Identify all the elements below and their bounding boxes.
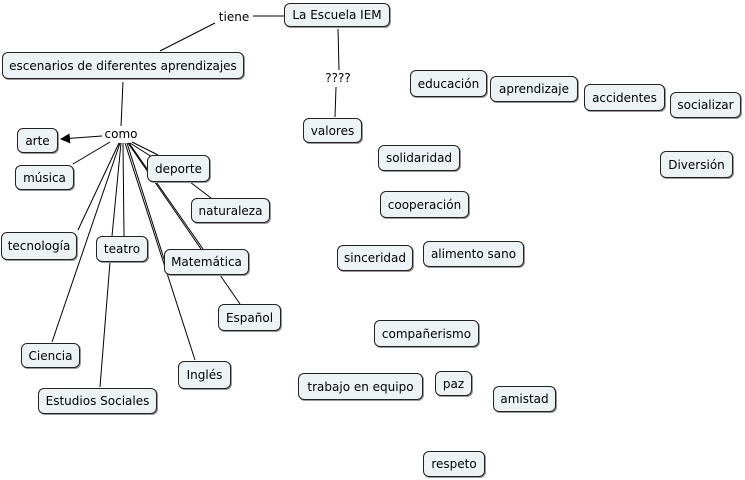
concept-teatro[interactable]: teatro: [96, 236, 148, 262]
concept-escenarios[interactable]: escenarios de diferentes aprendizajes: [2, 52, 244, 79]
concept-espanol[interactable]: Español: [218, 304, 281, 331]
concept-matematica[interactable]: Matemática: [164, 249, 249, 275]
concept-ingles[interactable]: Inglés: [178, 361, 231, 389]
concept-aprendizaje[interactable]: aprendizaje: [490, 76, 578, 102]
concept-trabajo-en-equipo[interactable]: trabajo en equipo: [298, 373, 423, 400]
concept-educacion[interactable]: educación: [410, 70, 487, 97]
concept-ciencia[interactable]: Ciencia: [21, 343, 80, 368]
concept-solidaridad[interactable]: solidaridad: [378, 145, 460, 171]
concept-tecnologia[interactable]: tecnología: [1, 232, 77, 260]
concept-alimento-sano[interactable]: alimento sano: [423, 241, 524, 267]
concept-respeto[interactable]: respeto: [423, 451, 485, 477]
concept-escuela[interactable]: La Escuela IEM: [284, 3, 390, 27]
linking-phrase-como[interactable]: como: [103, 127, 139, 141]
concept-valores[interactable]: valores: [303, 118, 362, 143]
concept-accidentes[interactable]: accidentes: [584, 84, 665, 111]
concept-socializar[interactable]: socializar: [670, 92, 741, 118]
concept-companerismo[interactable]: compañerismo: [374, 320, 479, 347]
concept-diversion[interactable]: Diversión: [660, 151, 733, 178]
concept-cooperacion[interactable]: cooperación: [380, 191, 469, 218]
linking-phrase-tiene[interactable]: tiene: [217, 10, 251, 24]
concept-deporte[interactable]: deporte: [147, 155, 210, 182]
concept-amistad[interactable]: amistad: [493, 386, 556, 412]
concept-estudios-sociales[interactable]: Estudios Sociales: [38, 388, 157, 414]
concept-arte[interactable]: arte: [17, 128, 58, 153]
concept-musica[interactable]: música: [15, 165, 74, 190]
linking-phrase-unknown[interactable]: ????: [324, 71, 352, 85]
concept-naturaleza[interactable]: naturaleza: [191, 198, 270, 223]
concept-paz[interactable]: paz: [435, 371, 472, 396]
concept-sinceridad[interactable]: sinceridad: [337, 245, 413, 271]
